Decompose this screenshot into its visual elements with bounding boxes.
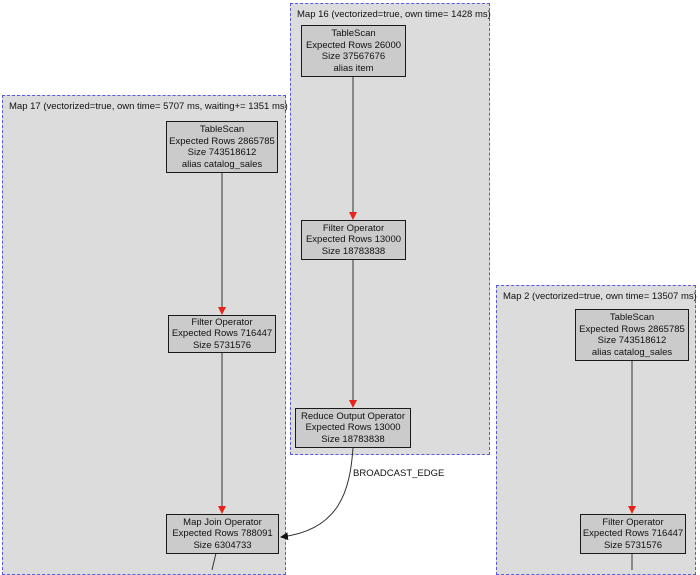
node-line: Filter Operator <box>322 222 385 234</box>
node-line: Expected Rows 13000 <box>305 234 402 246</box>
node-line: Size 18783838 <box>321 433 385 445</box>
node-m16-tablescan[interactable]: TableScan Expected Rows 26000 Size 37567… <box>301 25 406 77</box>
cluster-map16-title: Map 16 (vectorized=true, own time= 1428 … <box>297 9 491 20</box>
node-line: Expected Rows 26000 <box>305 39 402 51</box>
cluster-map2-title: Map 2 (vectorized=true, own time= 13507 … <box>503 291 697 302</box>
node-m16-filter[interactable]: Filter Operator Expected Rows 13000 Size… <box>301 220 406 260</box>
node-line: alias catalog_sales <box>591 346 673 358</box>
node-line: Expected Rows 716447 <box>582 528 684 540</box>
node-line: alias item <box>333 62 374 74</box>
node-line: Reduce Output Operator <box>300 410 406 422</box>
node-m2-tablescan[interactable]: TableScan Expected Rows 2865785 Size 743… <box>575 309 689 361</box>
node-line: Map Join Operator <box>183 516 262 528</box>
node-line: TableScan <box>609 312 655 323</box>
edge-broadcast <box>280 447 354 541</box>
node-m2-filter[interactable]: Filter Operator Expected Rows 716447 Siz… <box>580 514 686 554</box>
node-m17-tablescan[interactable]: TableScan Expected Rows 2865785 Size 743… <box>166 121 278 173</box>
node-line: Size 5731576 <box>603 539 663 551</box>
node-line: Filter Operator <box>602 516 664 528</box>
node-line: Expected Rows 788091 <box>172 528 273 540</box>
node-line: Size 743518612 <box>187 147 257 158</box>
node-line: Size 5731576 <box>192 339 252 351</box>
node-line: TableScan <box>331 28 376 39</box>
node-line: Filter Operator <box>191 316 253 328</box>
cluster-map17-title: Map 17 (vectorized=true, own time= 5707 … <box>9 101 288 112</box>
node-line: Size 743518612 <box>597 335 667 346</box>
node-m17-map-join[interactable]: Map Join Operator Expected Rows 788091 S… <box>166 514 279 554</box>
node-line: Expected Rows 2865785 <box>169 135 275 147</box>
node-line: Expected Rows 13000 <box>305 422 401 434</box>
node-line: Size 18783838 <box>321 245 386 257</box>
node-m16-reduce-output[interactable]: Reduce Output Operator Expected Rows 130… <box>295 408 411 448</box>
edges-layer <box>211 77 636 571</box>
node-line: Size 37567676 <box>321 51 386 62</box>
node-m17-filter[interactable]: Filter Operator Expected Rows 716447 Siz… <box>168 315 276 353</box>
broadcast-edge-label: BROADCAST_EDGE <box>353 468 445 479</box>
node-line: alias catalog_sales <box>181 158 263 170</box>
node-line: Size 6304733 <box>193 539 252 551</box>
node-line: Expected Rows 716447 <box>171 328 273 340</box>
node-line: TableScan <box>199 124 245 135</box>
node-line: Expected Rows 2865785 <box>579 323 685 335</box>
